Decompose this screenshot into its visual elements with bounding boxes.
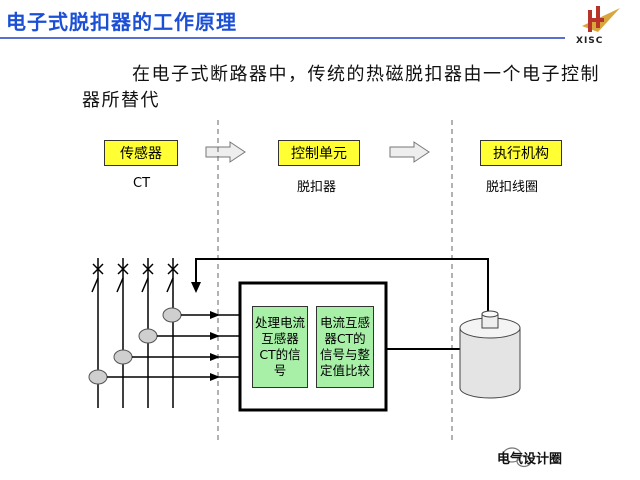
logo-text: XISC — [576, 36, 604, 46]
page-title: 电子式脱扣器的工作原理 — [6, 10, 237, 34]
stage-control-unit-sub: 脱扣器 — [297, 180, 337, 195]
controller-box-process-signal: 处理电流互感器CT的信号 — [252, 306, 308, 388]
trip-feedback-line — [195, 258, 489, 311]
controller-box-compare-setting: 电流互感器CT的信号与整定值比较 — [316, 306, 374, 388]
stage-actuator: 执行机构 — [480, 140, 562, 166]
flow-arrow-1 — [205, 141, 246, 163]
switch-blades — [91, 277, 174, 293]
trip-coil-icon — [459, 310, 521, 399]
stage-actuator-sub: 脱扣线圈 — [486, 180, 539, 195]
ct-coils — [88, 307, 182, 385]
flow-arrow-2 — [389, 141, 430, 163]
intro-paragraph: 在电子式断路器中，传统的热磁脱扣器由一个电子控制器所替代 — [82, 64, 600, 111]
wechat-icon — [502, 447, 532, 468]
title-divider — [0, 37, 565, 39]
ct-signal-arrows — [210, 311, 220, 381]
phase-conductors — [97, 258, 174, 408]
contact-crosses — [92, 263, 179, 275]
watermark-text: 电气设计圈 — [497, 452, 563, 467]
stage-sensor: 传感器 — [104, 140, 178, 166]
xisc-logo-icon — [582, 6, 620, 32]
stage-sensor-sub: CT — [133, 176, 151, 191]
stage-control-unit: 控制单元 — [278, 140, 360, 166]
